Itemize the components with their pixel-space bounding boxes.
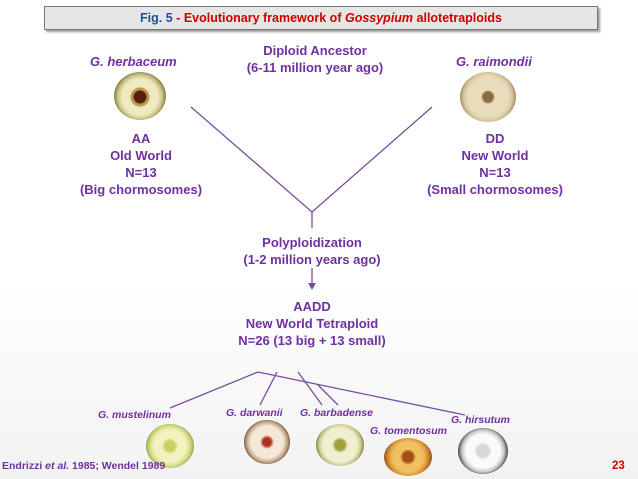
tetraploid-info: AADD New World Tetraploid N=26 (13 big +… xyxy=(200,298,424,349)
page-number: 23 xyxy=(612,460,625,472)
citation-author: Endrizzi xyxy=(2,460,46,472)
branch-left-line xyxy=(169,371,259,409)
poly-line2: (1-2 million years ago) xyxy=(243,252,381,267)
citation-etal: et al. xyxy=(45,460,70,472)
title-genus: Gossypium xyxy=(344,11,414,25)
figure-title: Fig. 5 - Evolutionary framework of Gossy… xyxy=(44,6,598,30)
left-parent-species: G. herbaceum xyxy=(90,54,177,69)
species-label-tomentosum: G. tomentosum xyxy=(370,425,448,437)
barbadense-flower-image xyxy=(316,424,364,466)
poly-line1: Polyploidization xyxy=(262,235,362,250)
tetraploid-count: N=26 (13 big + 13 small) xyxy=(238,333,386,348)
right-chromosome-size: (Small chormosomes) xyxy=(427,182,563,197)
hirsutum-flower-image xyxy=(458,428,508,474)
herbaceum-flower-image xyxy=(114,72,166,120)
right-genome: DD xyxy=(485,131,505,146)
tetraploid-label: New World Tetraploid xyxy=(245,316,379,331)
left-parent-info: AA Old World N=13 (Big chormosomes) xyxy=(40,130,242,198)
ancestor-line1: Diploid Ancestor xyxy=(263,43,367,58)
raimondii-flower-image xyxy=(460,72,516,122)
diploid-ancestor: Diploid Ancestor (6-11 million year ago) xyxy=(200,42,430,76)
right-region: New World xyxy=(461,148,529,163)
mustelinum-flower-image xyxy=(146,424,194,468)
citation-rest: 1985; Wendel 1989 xyxy=(69,460,166,472)
right-parent-species: G. raimondii xyxy=(456,54,532,69)
branch-barbadense-line xyxy=(297,371,323,406)
right-parent-info: DD New World N=13 (Small chormosomes) xyxy=(395,130,595,198)
left-chromosome-size: (Big chormosomes) xyxy=(79,182,203,197)
branch-tomentosum-line xyxy=(317,384,339,406)
title-text-after: allotetraploids xyxy=(413,11,502,25)
polyploidization-event: Polyploidization (1-2 million years ago) xyxy=(200,234,424,268)
ancestor-line2: (6-11 million year ago) xyxy=(246,60,384,75)
right-parent-line xyxy=(311,106,433,213)
right-chromosome-count: N=13 xyxy=(479,165,511,180)
branch-darwanii-line xyxy=(259,371,278,406)
citation: Endrizzi et al. 1985; Wendel 1989 xyxy=(2,460,165,472)
left-region: Old World xyxy=(110,148,172,163)
figure-number: Fig. 5 xyxy=(140,11,173,25)
tomentosum-flower-image xyxy=(384,438,432,476)
left-genome: AA xyxy=(131,131,151,146)
species-label-barbadense: G. barbadense xyxy=(300,407,373,419)
tetraploid-genome: AADD xyxy=(293,299,331,314)
darwanii-flower-image xyxy=(244,420,290,464)
title-separator: - xyxy=(172,11,184,25)
species-label-hirsutum: G. hirsutum xyxy=(451,414,510,426)
poly-arrow-head xyxy=(308,283,316,290)
species-label-darwanii: G. darwanii xyxy=(226,407,283,419)
left-parent-line xyxy=(190,106,313,213)
species-label-mustelinum: G. mustelinum xyxy=(98,409,171,421)
left-chromosome-count: N=13 xyxy=(125,165,157,180)
branch-right-line xyxy=(257,371,466,416)
title-text-before: Evolutionary framework of xyxy=(183,11,345,25)
